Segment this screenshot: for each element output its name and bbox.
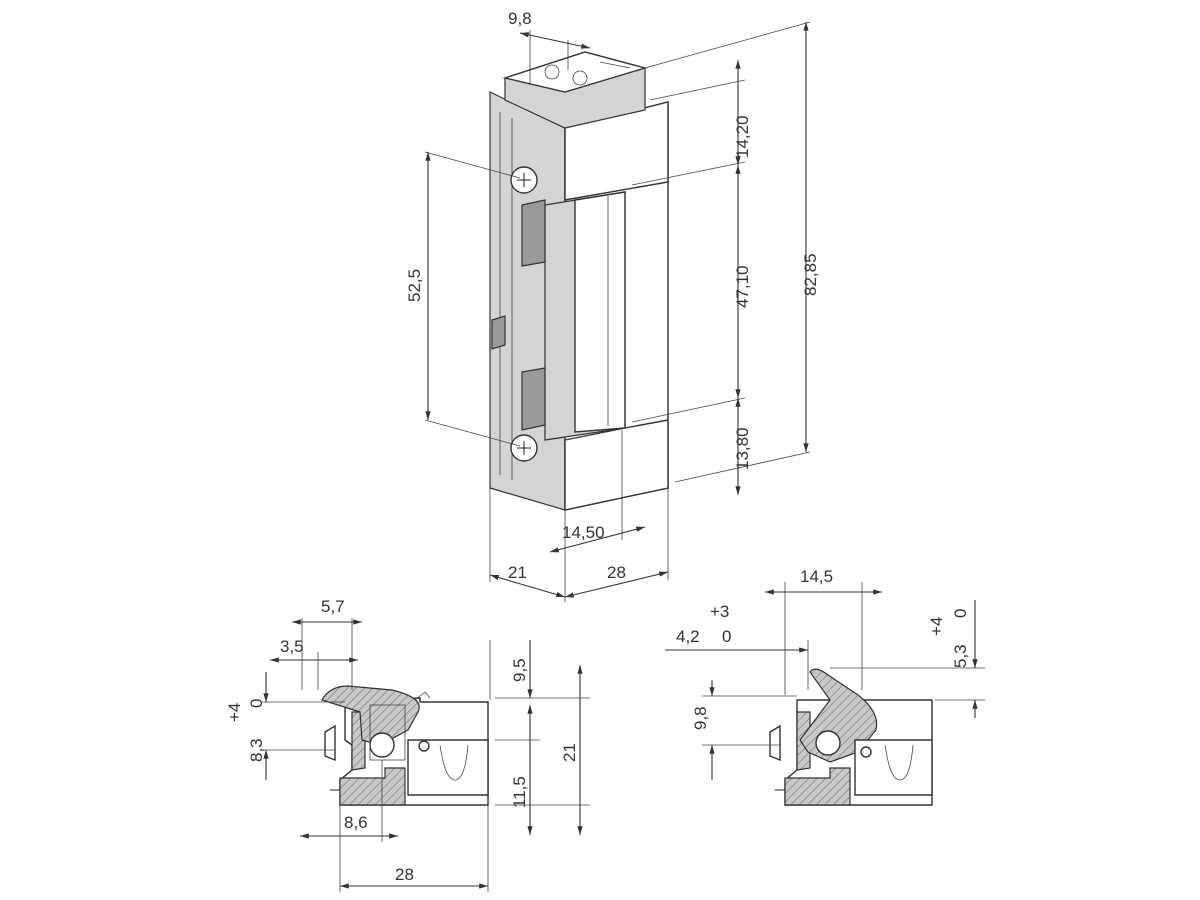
dim-tol-plus4-left: +4 (225, 703, 244, 722)
dim-screw-spacing: 52,5 (405, 269, 424, 302)
dim-21: 21 (560, 743, 579, 762)
screw-top-icon (510, 166, 538, 194)
latch-face (574, 191, 626, 433)
left-latch-rotor (321, 685, 420, 746)
dim-depth: 21 (508, 563, 527, 582)
section-left: 5,7 3,5 9,5 21 11,5 +4 0 8,3 8,6 28 (225, 597, 590, 892)
dim-9-8: 9,8 (691, 706, 710, 730)
dim-tol-plus4-right: +4 (927, 617, 946, 636)
dim-28: 28 (395, 865, 414, 884)
front-view: 9,8 14,20 47,10 13,80 82,85 52,5 14,50 (405, 9, 820, 602)
dim-9-5: 9,5 (510, 658, 529, 682)
dim-tol-0-left: 0 (247, 699, 266, 708)
dim-face-width: 28 (607, 563, 626, 582)
latch-cavity-bottom (521, 367, 546, 431)
dim-top-height: 14,20 (733, 115, 752, 158)
left-hatched-part (339, 767, 406, 806)
side-slot (491, 315, 506, 350)
dim-5-7: 5,7 (321, 597, 345, 616)
dim-bottom-height: 13,80 (733, 427, 752, 470)
dim-11-5: 11,5 (510, 776, 529, 808)
dim-top-width: 9,8 (508, 9, 532, 28)
dim-tol-0-a: 0 (722, 627, 731, 646)
dim-tol-0-b: 0 (951, 609, 970, 618)
dim-5-3: 5,3 (951, 644, 970, 668)
dim-tol-plus3: +3 (710, 602, 729, 621)
dim-8-3: 8,3 (247, 738, 266, 762)
dim-4-2: 4,2 (676, 627, 700, 646)
latch-cavity-top (521, 199, 546, 267)
dim-14-5: 14,5 (800, 567, 833, 586)
dim-3-5: 3,5 (280, 637, 304, 656)
dim-latch-height: 47,10 (733, 265, 752, 308)
dim-8-6: 8,6 (344, 813, 368, 832)
section-right: 14,5 +3 0 4,2 +4 0 5,3 9,8 (665, 567, 985, 806)
screw-bottom-icon (510, 434, 538, 462)
dim-total-height: 82,85 (801, 253, 820, 296)
dim-latch-width: 14,50 (562, 523, 605, 542)
